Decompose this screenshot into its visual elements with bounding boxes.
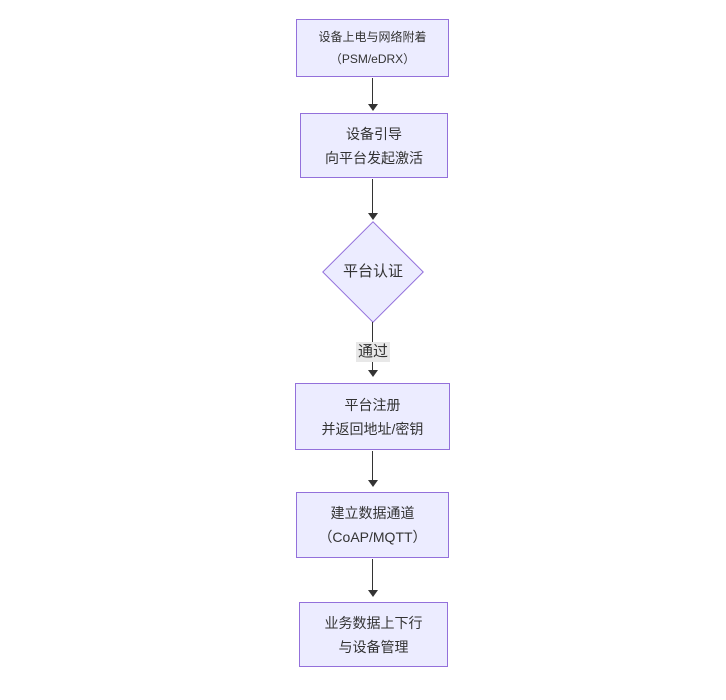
edge-line-d-e [372,451,373,480]
node-text-line: 建立数据通道 [330,505,415,521]
arrowhead-icon [368,480,378,487]
node-text-line: 平台注册 [344,396,401,413]
node-text-line: （PSM/eDRX） [329,52,416,66]
arrowhead-icon [368,590,378,597]
node-business-data-device-mgmt: 业务数据上下行 与设备管理 [299,602,448,667]
edge-line-b-c [372,179,373,213]
arrowhead-icon [368,213,378,220]
edge-label-pass: 通过 [355,342,391,362]
node-platform-register: 平台注册 并返回地址/密钥 [295,383,450,450]
node-text-line: 与设备管理 [338,638,409,655]
node-text-line: 向平台发起激活 [325,149,423,166]
arrowhead-icon [368,370,378,377]
node-text-line: （CoAP/MQTT） [318,529,427,545]
arrowhead-icon [368,104,378,111]
node-text-line: 平台认证 [342,263,403,280]
node-data-channel: 建立数据通道 （CoAP/MQTT） [296,492,449,558]
node-text-line: 业务数据上下行 [324,614,423,631]
edge-line-e-f [372,559,373,590]
node-text-line: 并返回地址/密钥 [321,420,424,437]
node-power-on-network-attach: 设备上电与网络附着 （PSM/eDRX） [296,19,449,77]
node-text-line: 设备引导 [346,125,402,142]
edge-line-a-b [372,78,373,104]
node-text-line: 设备上电与网络附着 [318,30,427,44]
node-device-bootstrap: 设备引导 向平台发起激活 [300,113,448,178]
